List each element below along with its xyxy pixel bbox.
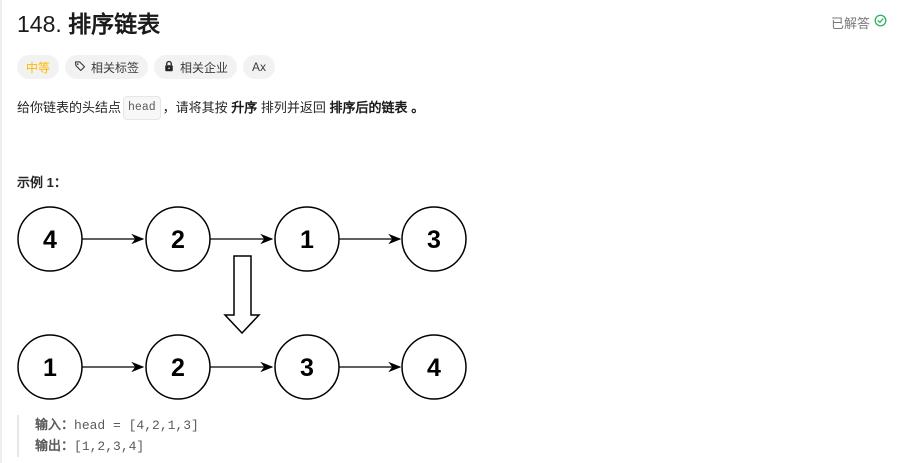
node-value: 3: [300, 354, 314, 382]
output-list-row: 1 2 3 4: [17, 334, 467, 400]
problem-number: 148.: [17, 11, 62, 37]
inline-code-head: head: [123, 96, 161, 120]
node-value: 2: [171, 354, 185, 382]
example-output-line: 输出：[1,2,3,4]: [35, 436, 199, 457]
node-value: 4: [43, 226, 57, 254]
input-list-row: 4 2 1 3: [17, 206, 467, 272]
list-node: [401, 206, 467, 272]
output-value: [1,2,3,4]: [74, 439, 145, 454]
desc-text: ，请将其按: [162, 100, 228, 115]
solved-status: 已解答: [831, 13, 887, 32]
problem-name: 排序链表: [68, 11, 161, 37]
desc-text: 排列并返回: [260, 100, 326, 115]
node-value: 3: [427, 226, 441, 254]
list-node: [145, 206, 211, 272]
node-value: 1: [300, 226, 314, 254]
problem-header: 148. 排序链表 已解答: [17, 8, 887, 40]
topics-tag-button[interactable]: 相关标签: [65, 55, 149, 79]
tag-bar: 中等 相关标签 相关企业 Ax: [17, 55, 276, 79]
translate-button[interactable]: Ax: [243, 55, 276, 79]
translate-icon: Ax: [252, 60, 267, 74]
difficulty-label: 中等: [26, 60, 51, 75]
down-arrow-icon: [223, 255, 261, 335]
desc-period: 。: [411, 100, 425, 115]
companies-tag-button[interactable]: 相关企业: [154, 55, 238, 79]
solved-label: 已解答: [830, 15, 870, 31]
companies-tag-label: 相关企业: [180, 60, 229, 75]
node-value: 4: [427, 354, 441, 382]
list-node: [274, 334, 340, 400]
difficulty-badge: 中等: [17, 55, 60, 79]
problem-title: 148. 排序链表: [17, 8, 160, 40]
desc-text: 给你链表的头结点: [17, 100, 122, 115]
list-node: [17, 206, 83, 272]
linked-list-diagram: 4 2 1 3 1 2 3 4: [17, 206, 467, 400]
check-circle-icon: [874, 14, 887, 30]
desc-bold-sorted-list: 排序后的链表: [329, 100, 408, 115]
desc-bold-ascending: 升序: [231, 100, 258, 115]
list-node: [401, 334, 467, 400]
output-label: 输出：: [35, 438, 75, 453]
example-io-block: 输入：head = [4,2,1,3] 输出：[1,2,3,4]: [17, 415, 199, 457]
list-node: [274, 206, 340, 272]
input-label: 输入：: [35, 417, 75, 432]
node-value: 2: [171, 226, 185, 254]
example-title: 示例 1：: [17, 175, 67, 190]
example-input-line: 输入：head = [4,2,1,3]: [35, 415, 199, 436]
node-value: 1: [43, 354, 57, 382]
list-node: [17, 334, 83, 400]
input-value: head = [4,2,1,3]: [74, 418, 199, 433]
tag-icon: [74, 60, 86, 75]
topics-tag-label: 相关标签: [91, 60, 140, 75]
lock-icon: [163, 60, 175, 75]
list-node: [145, 334, 211, 400]
problem-description: 给你链表的头结点 head ，请将其按 升序 排列并返回 排序后的链表 。: [17, 96, 424, 120]
panel-left-border: [0, 0, 2, 463]
